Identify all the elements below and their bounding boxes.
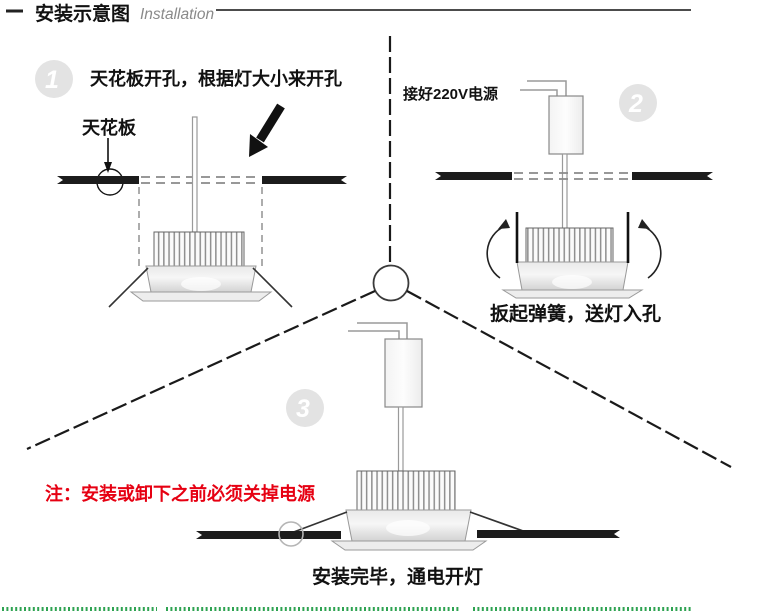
spring-clip-left: [108, 267, 149, 308]
page-subtitle: Installation: [140, 6, 214, 23]
step-1-badge: [35, 60, 73, 98]
power-label: 接好220V电源: [403, 85, 498, 103]
ceiling-bar-left: [57, 176, 139, 184]
big-down-arrow-icon: [249, 103, 285, 157]
divider-hub-circle: [372, 264, 410, 302]
power-off-warning: 注：安装或卸下之前必须关掉电源: [45, 483, 315, 504]
page-title: 安装示意图: [35, 2, 130, 25]
ceiling-bar-right: [632, 172, 713, 180]
ceiling-bar-right: [262, 176, 347, 184]
lamp-flange: [501, 289, 644, 299]
lamp-lens-highlight: [386, 520, 430, 536]
lamp-heatsink: [356, 470, 456, 511]
power-wire-upper: [527, 80, 567, 96]
rotate-arrowhead-left-icon: [498, 219, 510, 229]
lamp-heatsink: [153, 231, 245, 267]
step-2: 2 接好220V电源 扳起弹簧，送灯入孔: [403, 80, 713, 325]
power-wire-lower: [348, 330, 400, 339]
step-1-ceiling: [57, 176, 347, 266]
power-wire-lower: [520, 89, 558, 96]
step-1-number: 1: [45, 66, 59, 94]
rotate-arrow-left: [486, 225, 506, 279]
step-1-caption: 天花板开孔，根据灯大小来开孔: [90, 68, 342, 89]
ceiling-label-arrowhead-icon: [104, 162, 112, 173]
step-2-ceiling: [435, 172, 713, 180]
step-1: 1 天花板开孔，根据灯大小来开孔 天花板: [35, 60, 347, 308]
step-3-caption: 安装完毕，通电开灯: [312, 565, 483, 588]
spring-clip-right: [252, 267, 293, 308]
lamp-flange: [330, 540, 488, 551]
step-3-downlight: [196, 470, 620, 551]
header: 安装示意图 Installation: [6, 2, 691, 25]
step-2-number: 2: [628, 90, 643, 118]
rotate-arrow-right: [642, 225, 662, 279]
lamp-flange: [129, 291, 273, 302]
ceiling-bar-left: [196, 531, 341, 539]
spring-arm-right: [469, 511, 527, 533]
step-3-number: 3: [296, 395, 310, 423]
step-2-badge: [619, 84, 657, 122]
ceiling-label: 天花板: [82, 117, 137, 138]
step-2-caption: 扳起弹簧，送灯入孔: [490, 302, 661, 325]
ceiling-bar-left: [435, 172, 512, 180]
lamp-heatsink: [525, 227, 614, 263]
lamp-lens-highlight: [181, 277, 221, 291]
lamp-lens-highlight: [552, 275, 592, 289]
divider-diagonal-left: [26, 289, 376, 451]
step-3-badge: [286, 389, 324, 427]
spring-arm-left: [290, 511, 348, 534]
lamp-wire: [561, 153, 568, 230]
step-3: 3 注：安装或卸下之前必须关掉电源 安装完毕，通电开灯: [45, 322, 620, 588]
spring-highlight-circle: [278, 521, 304, 547]
driver-box: [548, 95, 584, 155]
lamp-wire: [397, 406, 404, 472]
step-2-downlight: [486, 212, 662, 299]
power-wire-upper: [357, 322, 408, 339]
divider-diagonal-right: [406, 290, 732, 468]
lamp-wire: [191, 116, 198, 233]
driver-box: [384, 338, 423, 408]
section-dividers: [26, 36, 732, 468]
ceiling-bar-right: [477, 530, 620, 538]
step-1-downlight: [108, 116, 293, 308]
rotate-arrowhead-right-icon: [638, 219, 650, 229]
